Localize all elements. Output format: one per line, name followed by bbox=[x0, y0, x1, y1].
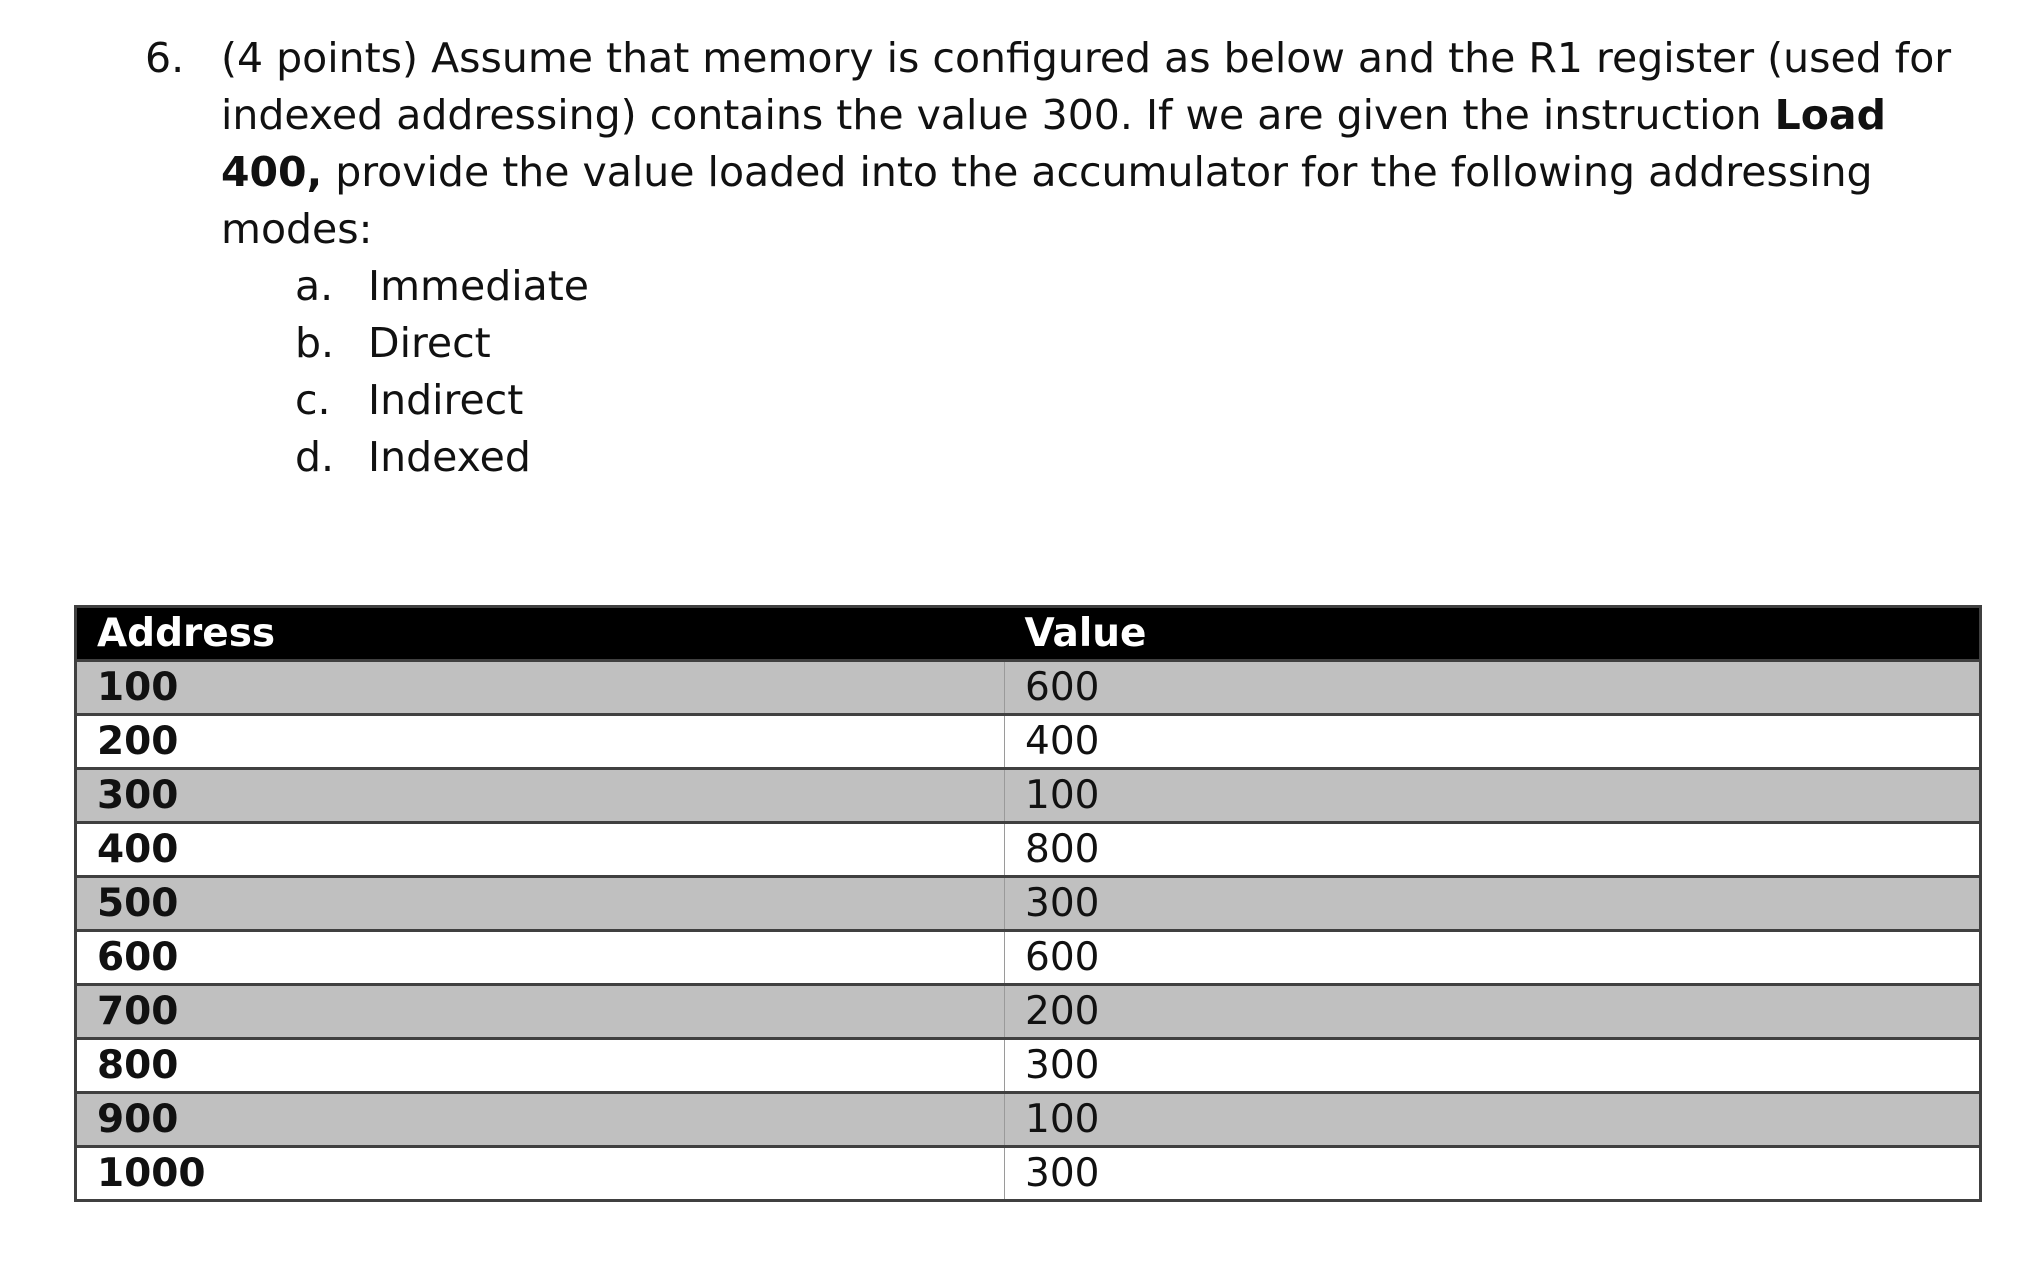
option-letter: b. bbox=[295, 319, 335, 367]
option-label: Immediate bbox=[368, 262, 590, 310]
address-cell: 800 bbox=[75, 1037, 1005, 1094]
address-cell: 200 bbox=[75, 713, 1005, 770]
address-cell: 400 bbox=[75, 821, 1005, 878]
table-row: 700 200 bbox=[75, 983, 1981, 1040]
table-row: 500 300 bbox=[75, 875, 1981, 932]
address-cell: 500 bbox=[75, 875, 1005, 932]
option-letter: d. bbox=[295, 433, 335, 481]
address-cell: 100 bbox=[75, 659, 1005, 716]
table-row: 100 600 bbox=[75, 659, 1981, 716]
address-cell: 600 bbox=[75, 929, 1005, 986]
value-cell: 600 bbox=[1004, 929, 1981, 986]
option-label: Indirect bbox=[368, 376, 524, 424]
address-cell: 900 bbox=[75, 1091, 1005, 1148]
table-row: 600 600 bbox=[75, 929, 1981, 986]
question-text: (4 points) Assume that memory is configu… bbox=[221, 30, 1991, 258]
question-text-part1: (4 points) Assume that memory is configu… bbox=[221, 34, 1952, 139]
value-cell: 400 bbox=[1004, 713, 1981, 770]
option-indirect: c. Indirect bbox=[295, 372, 2005, 429]
value-column-header: Value bbox=[1004, 605, 1981, 662]
question-block: 6. (4 points) Assume that memory is conf… bbox=[145, 30, 2005, 486]
option-label: Indexed bbox=[368, 433, 531, 481]
value-cell: 100 bbox=[1004, 1091, 1981, 1148]
value-cell: 800 bbox=[1004, 821, 1981, 878]
value-cell: 600 bbox=[1004, 659, 1981, 716]
addressing-mode-list: a. Immediate b. Direct c. Indirect d. Indexe… bbox=[295, 258, 2005, 486]
table-row: 400 800 bbox=[75, 821, 1981, 878]
address-cell: 700 bbox=[75, 983, 1005, 1040]
value-cell: 300 bbox=[1004, 1037, 1981, 1094]
address-cell: 300 bbox=[75, 767, 1005, 824]
table-row: 1000 300 bbox=[75, 1145, 1981, 1202]
option-immediate: a. Immediate bbox=[295, 258, 2005, 315]
option-letter: c. bbox=[295, 376, 331, 424]
table-header-row: Address Value bbox=[75, 605, 1981, 662]
value-cell: 300 bbox=[1004, 875, 1981, 932]
memory-table: Address Value 100 600 200 400 300 100 40… bbox=[74, 605, 1982, 1202]
address-cell: 1000 bbox=[75, 1145, 1005, 1202]
question-number: 6. bbox=[145, 34, 185, 82]
option-label: Direct bbox=[368, 319, 491, 367]
table-row: 800 300 bbox=[75, 1037, 1981, 1094]
table-row: 200 400 bbox=[75, 713, 1981, 770]
address-column-header: Address bbox=[75, 605, 1005, 662]
question-text-part2: provide the value loaded into the accumu… bbox=[221, 148, 1873, 253]
option-direct: b. Direct bbox=[295, 315, 2005, 372]
option-indexed: d. Indexed bbox=[295, 429, 2005, 486]
table-row: 300 100 bbox=[75, 767, 1981, 824]
value-cell: 200 bbox=[1004, 983, 1981, 1040]
value-cell: 300 bbox=[1004, 1145, 1981, 1202]
table-row: 900 100 bbox=[75, 1091, 1981, 1148]
option-letter: a. bbox=[295, 262, 334, 310]
value-cell: 100 bbox=[1004, 767, 1981, 824]
question-instruction: Load 400, bbox=[221, 91, 1886, 196]
